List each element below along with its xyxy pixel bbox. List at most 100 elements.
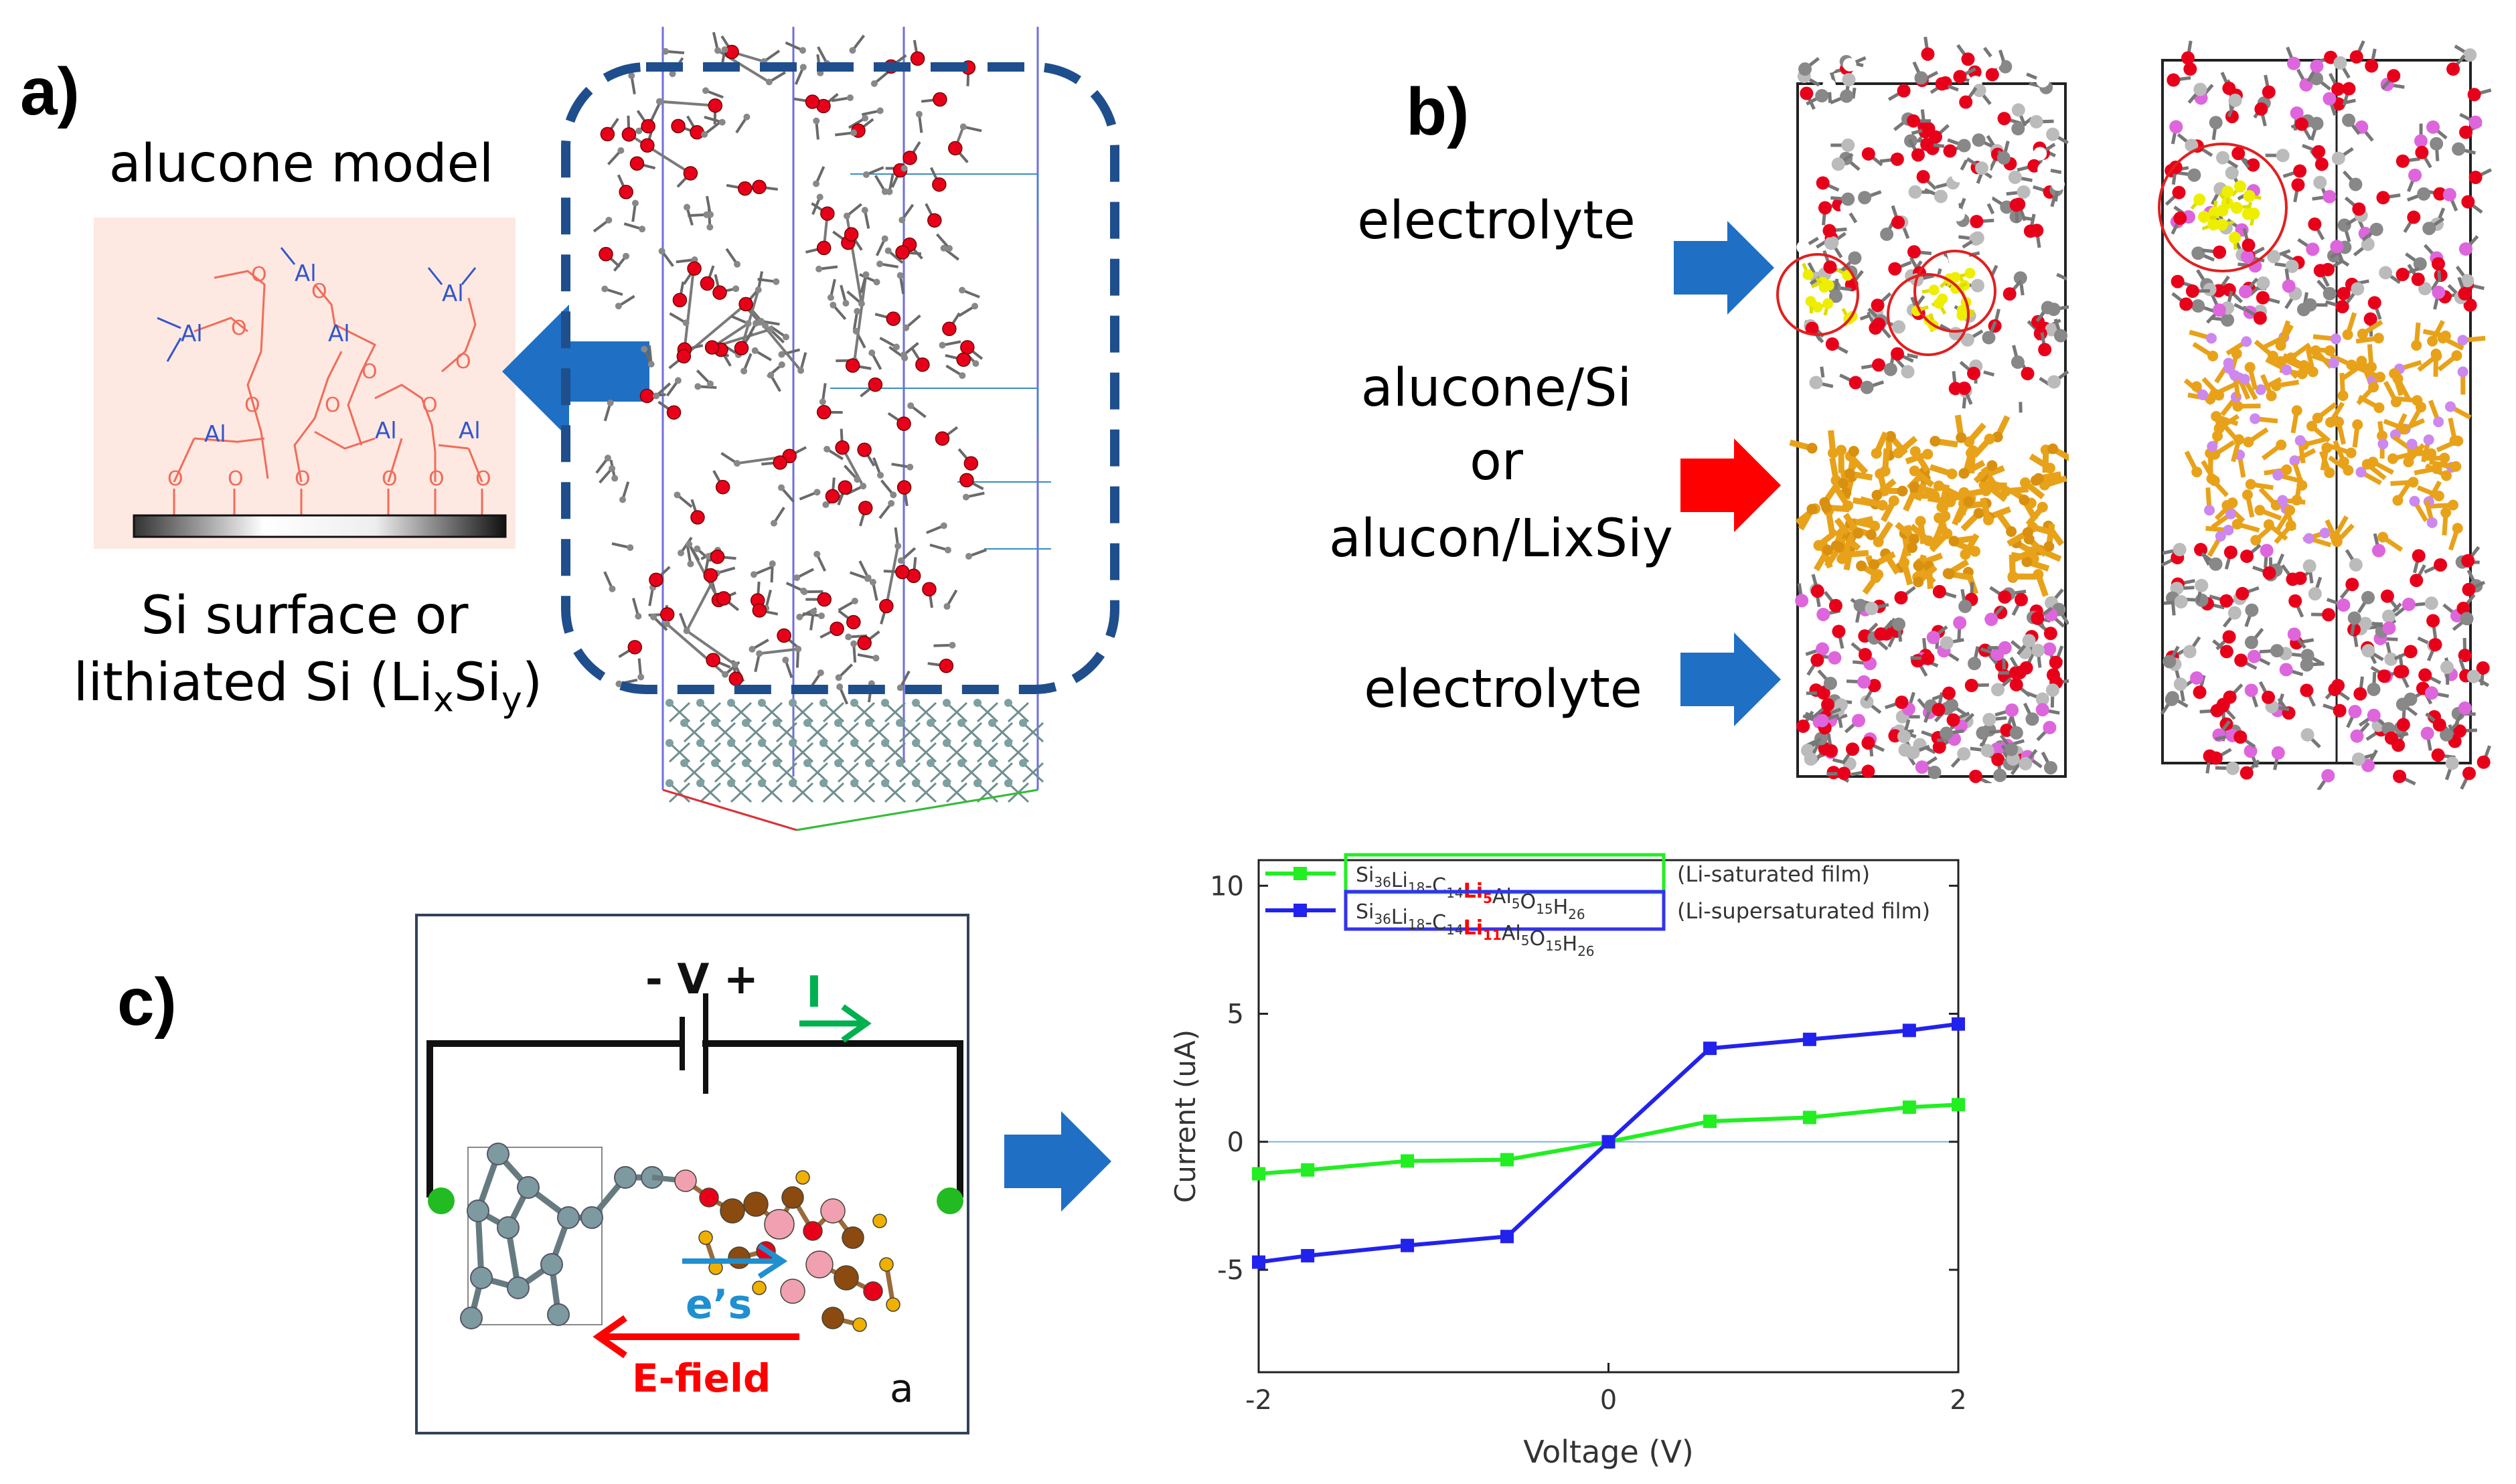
left-electrode — [428, 1187, 455, 1214]
carbon-atom — [862, 114, 869, 122]
molecule-atom — [674, 1169, 697, 1192]
oxygen-atom — [933, 92, 947, 107]
alucone-structure-svg: Al Al Al Al Al Al Al O O O O O O O O O O — [133, 247, 507, 538]
voltage-label: - V + — [645, 955, 759, 1003]
o-atom-label: O — [311, 280, 327, 303]
si-atom — [819, 739, 828, 747]
md-atom — [2227, 606, 2242, 620]
md-atom — [2204, 505, 2215, 516]
md-atom — [1932, 584, 1946, 598]
efield-label: E-field — [632, 1355, 771, 1401]
md-atom — [1848, 251, 1862, 265]
md-atom — [2267, 250, 2281, 264]
md-atom — [1960, 549, 1971, 560]
md-atom — [1928, 284, 1940, 296]
md-atom — [2373, 333, 2384, 344]
carbon-atom — [635, 127, 643, 135]
md-atom — [1853, 527, 1864, 539]
md-atom — [2445, 756, 2459, 770]
si-atom — [881, 699, 889, 707]
md-atom — [2357, 328, 2368, 339]
md-atom — [1950, 283, 1961, 295]
carbon-atom — [823, 445, 831, 452]
md-atom — [2172, 185, 2186, 199]
md-atom — [2211, 411, 2222, 422]
md-atom — [2245, 479, 2256, 490]
carbon-atom — [615, 680, 623, 687]
o-atom-label: O — [251, 263, 267, 286]
md-atom — [2009, 726, 2023, 740]
md-bond — [744, 303, 802, 372]
md-atom — [2209, 116, 2223, 130]
si-atom — [758, 779, 766, 787]
md-atom — [1836, 444, 1847, 456]
md-atom — [2391, 738, 2406, 752]
si-atom — [881, 779, 889, 787]
md-atom — [2395, 697, 2410, 712]
si-atom — [773, 759, 781, 767]
md-atom — [2382, 609, 2396, 623]
md-atom — [1860, 695, 1874, 709]
md-atom — [2169, 120, 2183, 134]
md-atom — [2191, 299, 2205, 313]
oxygen-atom — [922, 582, 937, 596]
oxygen-atom — [895, 564, 910, 580]
al-atom-label: Al — [375, 418, 397, 444]
md-atom — [2227, 497, 2238, 509]
md-atom — [1913, 576, 1924, 588]
carbon-atom — [721, 46, 728, 54]
md-atom — [1960, 333, 1974, 347]
carbon-atom — [810, 608, 817, 615]
md-atom — [2314, 157, 2329, 171]
md-atom — [2165, 692, 2179, 706]
md-atom — [1815, 89, 1829, 103]
md-atom — [1852, 714, 1866, 728]
molecule-atom — [821, 1307, 844, 1329]
carbon-atom — [773, 278, 780, 285]
md-atom — [1871, 448, 1882, 459]
md-atom — [2031, 611, 2045, 625]
md-atom — [1957, 139, 1971, 153]
md-atom — [2244, 635, 2258, 649]
md-atom — [2210, 704, 2224, 718]
si-atom — [927, 759, 935, 767]
si-atom — [988, 719, 996, 727]
md-atom — [2457, 335, 2468, 346]
md-atom — [1970, 214, 1984, 228]
carbon-atom — [869, 578, 876, 586]
md-atom — [2323, 286, 2337, 301]
md-atom — [2411, 339, 2422, 351]
carbon-atom — [683, 627, 690, 635]
md-atom — [1915, 515, 1926, 527]
oxygen-atom — [915, 357, 930, 372]
md-atom — [1873, 536, 1884, 548]
dashed-selection-box — [561, 62, 1119, 694]
md-atom — [1871, 489, 1883, 501]
carbon-atom — [860, 483, 867, 490]
molecule-atom — [863, 1281, 883, 1301]
md-atom — [1858, 191, 1872, 205]
si-bond — [1007, 742, 1030, 763]
oxygen-atom — [600, 127, 615, 142]
md-atom — [2310, 59, 2324, 73]
si-bond — [744, 762, 767, 783]
md-atom — [2171, 274, 2185, 288]
md-atom — [2037, 162, 2051, 176]
md-bond — [759, 647, 799, 655]
md-atom — [1998, 641, 2012, 655]
carbon-atom — [843, 212, 850, 220]
md-atom — [2423, 434, 2434, 445]
data-point — [1802, 1110, 1816, 1125]
si-atom — [957, 759, 965, 767]
si-bond — [1022, 722, 1044, 743]
md-atom — [2279, 663, 2293, 677]
md-atom — [1957, 381, 1971, 395]
md-atom — [2229, 369, 2241, 381]
md-atom — [2240, 250, 2254, 264]
md-atom — [1940, 726, 1954, 740]
md-bond — [628, 133, 692, 175]
md-atom — [1934, 189, 1948, 203]
md-atom — [1892, 320, 1906, 334]
md-atom — [2418, 668, 2432, 682]
oxygen-atom — [858, 501, 873, 515]
